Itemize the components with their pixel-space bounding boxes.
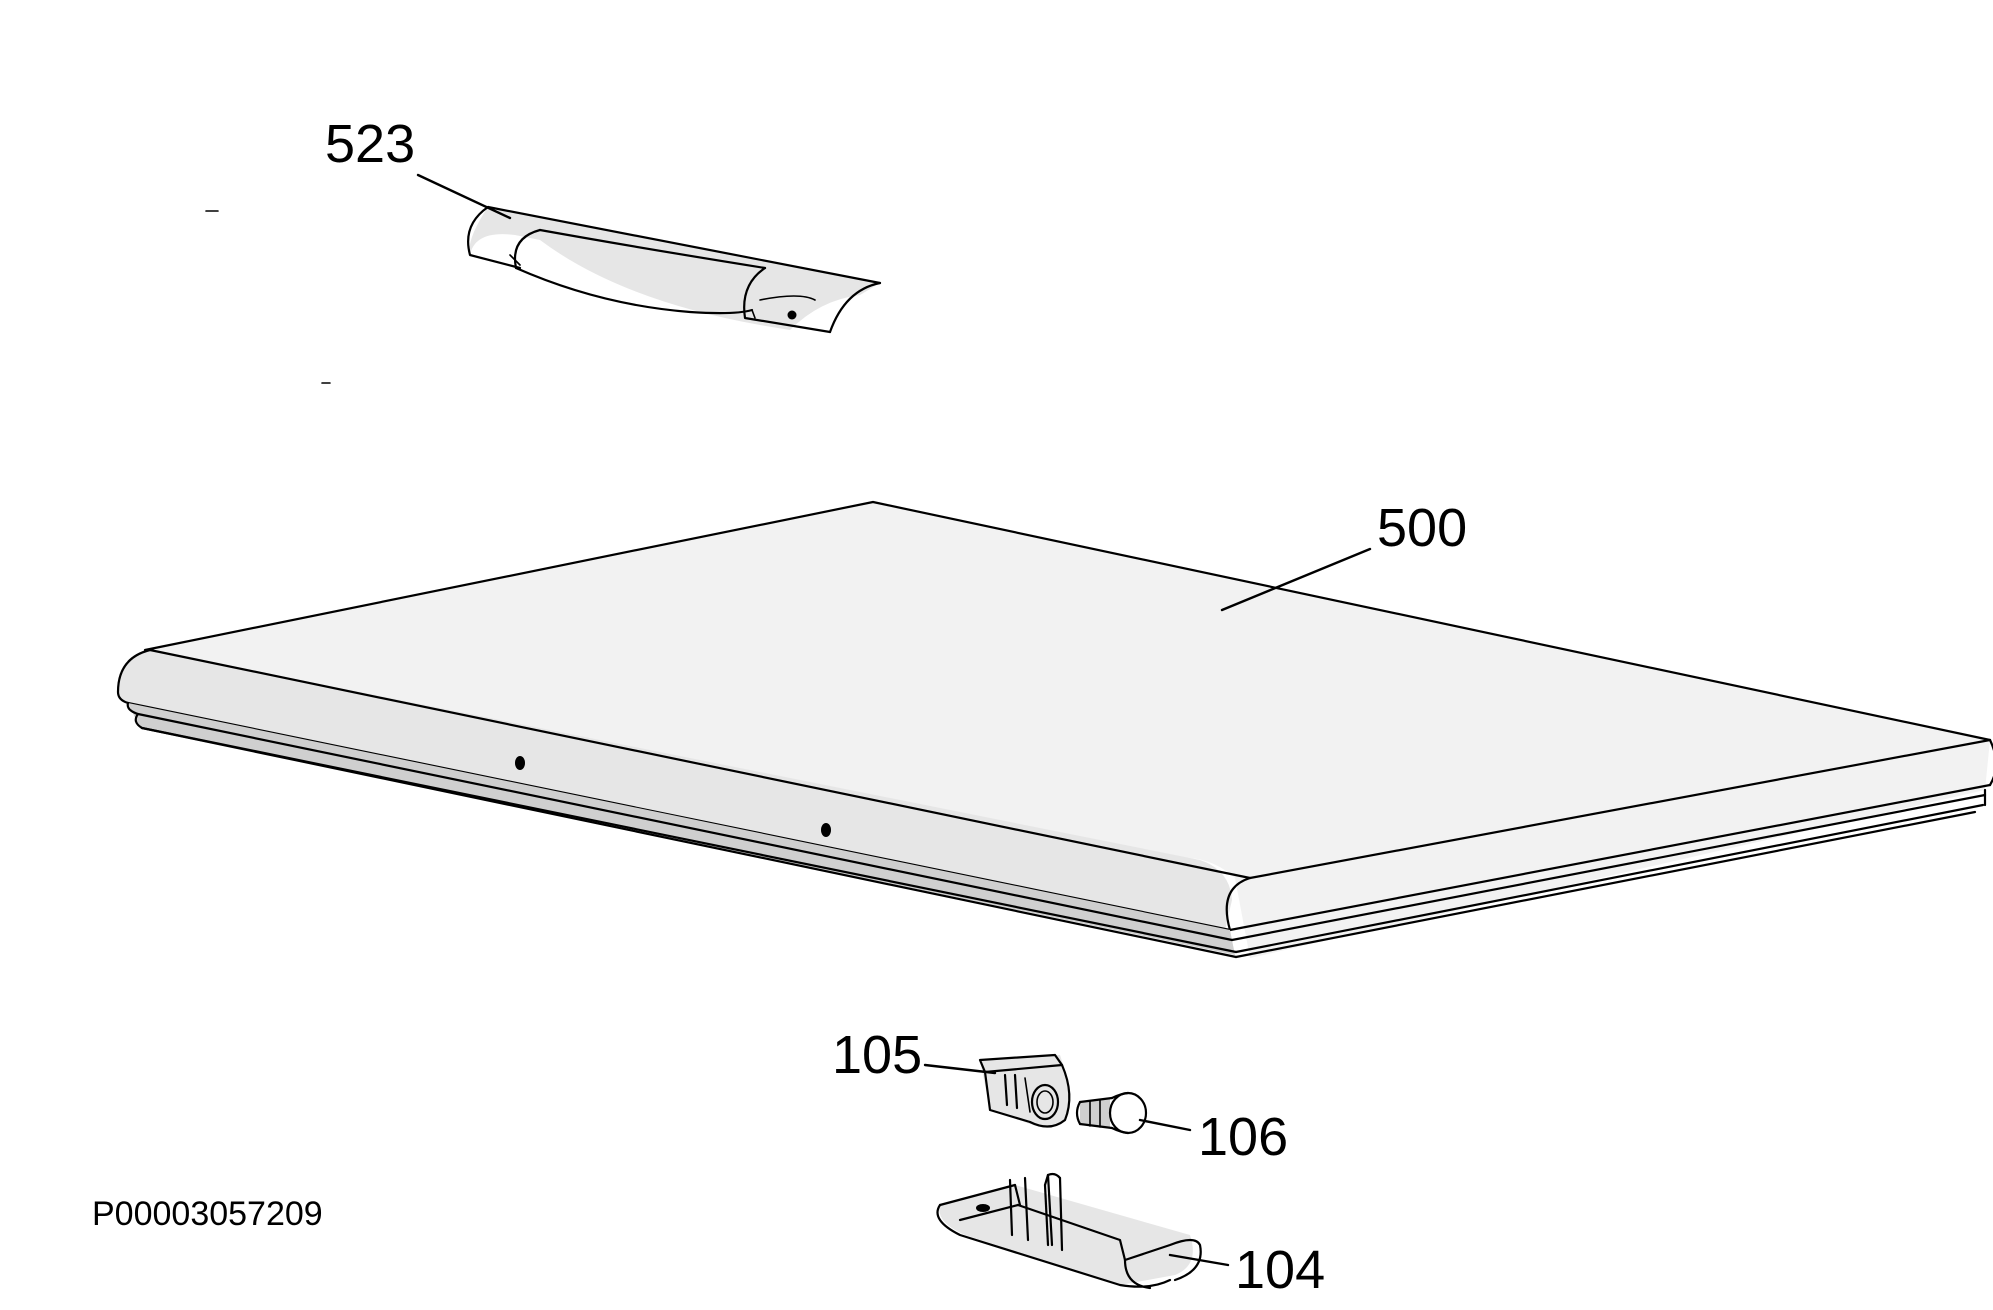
hinge-cover-part [936,1172,1202,1290]
callout-523: 523 [325,114,415,174]
callout-500: 500 [1377,498,1467,558]
leader-line-500 [1220,547,1372,612]
pin-part [1075,1091,1148,1135]
document-id: P00003057209 [92,1195,323,1233]
leader-line-523 [416,173,512,220]
hinge-bracket-part [978,1053,1071,1128]
lid-panel [116,500,1993,959]
leader-line-106 [1138,1118,1192,1132]
callout-106: 106 [1198,1107,1288,1167]
leader-line-105 [923,1063,997,1075]
leader-line-104 [1168,1253,1230,1267]
handle-part [467,205,882,334]
callout-104: 104 [1235,1240,1325,1300]
callout-105: 105 [832,1025,922,1085]
